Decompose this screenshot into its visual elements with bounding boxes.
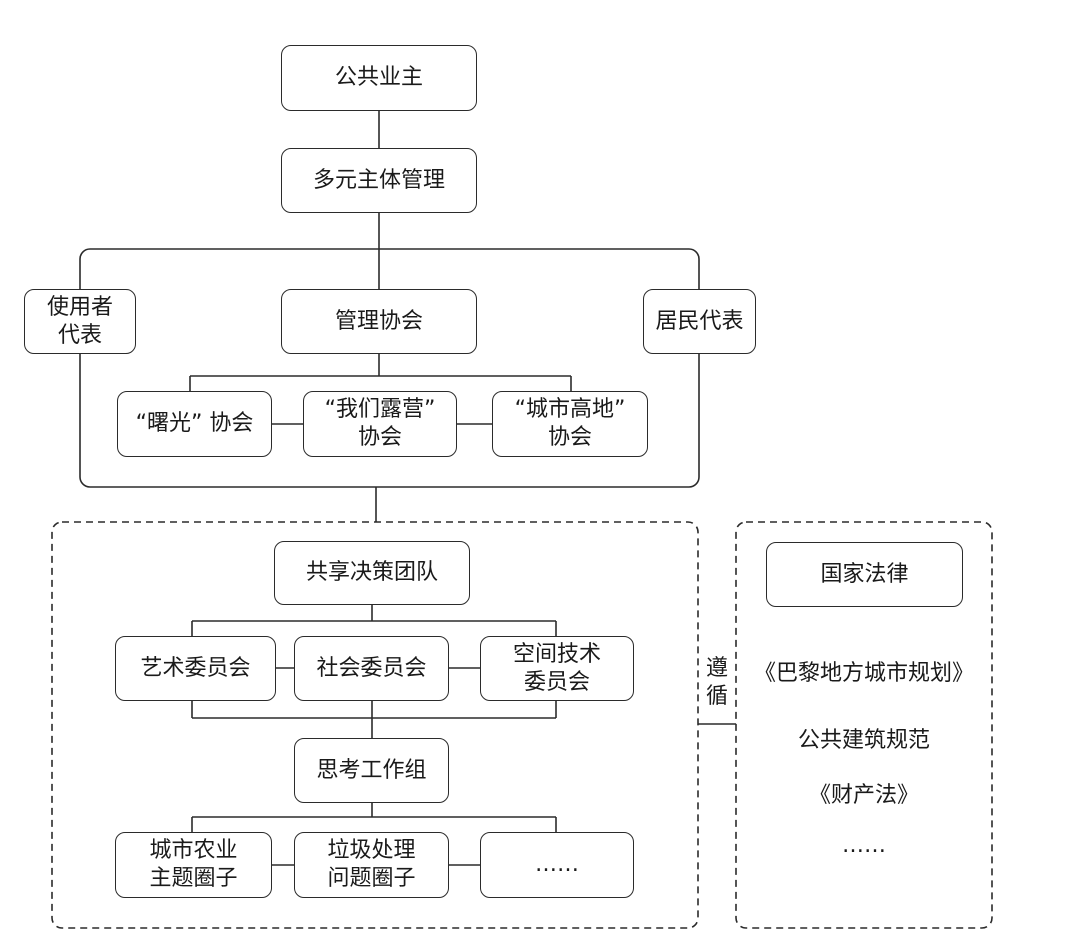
node-multi-subject-label: 多元主体管理 — [312, 167, 445, 193]
node-shared-team: 共享决策团队 — [274, 541, 470, 605]
node-shuguang-assoc-label: “曙光” 协会 — [135, 411, 254, 436]
node-more-circle-label: …… — [535, 852, 579, 877]
node-space-committee-line2: 委员会 — [523, 669, 590, 695]
law-property-law: 《财产法》 — [808, 783, 919, 808]
node-shared-team-label: 共享决策团队 — [305, 560, 438, 585]
node-art-committee-label: 艺术委员会 — [140, 655, 251, 681]
law-frame — [735, 521, 993, 929]
team-frame — [51, 521, 699, 929]
law-paris-plan: 《巴黎地方城市规划》 — [753, 661, 974, 686]
node-think-group-label: 思考工作组 — [316, 757, 427, 783]
node-resident-rep-label: 居民代表 — [655, 308, 744, 334]
follow-label: 遵 循 — [702, 655, 732, 711]
node-public-owner-label: 公共业主 — [334, 65, 423, 90]
node-agri-circle-line2: 主题圈子 — [149, 866, 238, 891]
node-user-rep: 使用者 代表 — [24, 289, 136, 354]
follow-label-char2: 循 — [705, 684, 728, 709]
node-art-committee: 艺术委员会 — [115, 636, 276, 701]
node-management-assoc-label: 管理协会 — [334, 308, 423, 334]
node-waste-circle-line2: 问题圈子 — [327, 866, 416, 891]
law-building-code: 公共建筑规范 — [797, 728, 930, 753]
node-think-group: 思考工作组 — [294, 738, 449, 803]
node-public-owner: 公共业主 — [281, 45, 477, 111]
node-national-law: 国家法律 — [766, 542, 963, 607]
node-multi-subject: 多元主体管理 — [281, 148, 477, 213]
node-space-committee-line1: 空间技术 — [512, 641, 601, 667]
node-social-committee-label: 社会委员会 — [316, 655, 427, 681]
association-group-frame — [79, 248, 700, 488]
node-highland-assoc-line2: 协会 — [547, 425, 592, 450]
node-camping-assoc-line1: “我们露营” — [324, 397, 436, 422]
node-social-committee: 社会委员会 — [294, 636, 449, 701]
law-more: …… — [842, 833, 886, 858]
node-camping-assoc-line2: 协会 — [357, 425, 402, 450]
node-waste-circle: 垃圾处理 问题圈子 — [294, 832, 449, 898]
node-management-assoc: 管理协会 — [281, 289, 477, 354]
follow-label-char1: 遵 — [705, 656, 728, 681]
node-shuguang-assoc: “曙光” 协会 — [117, 391, 272, 457]
node-agri-circle: 城市农业 主题圈子 — [115, 832, 272, 898]
node-highland-assoc-line1: “城市高地” — [514, 397, 626, 422]
node-national-law-label: 国家法律 — [820, 561, 909, 587]
node-resident-rep: 居民代表 — [643, 289, 756, 354]
node-highland-assoc: “城市高地” 协会 — [492, 391, 648, 457]
node-space-committee: 空间技术 委员会 — [480, 636, 634, 701]
node-agri-circle-line1: 城市农业 — [149, 838, 238, 863]
node-user-rep-line1: 使用者 — [46, 294, 113, 320]
node-more-circle: …… — [480, 832, 634, 898]
node-camping-assoc: “我们露营” 协会 — [303, 391, 457, 457]
node-waste-circle-line1: 垃圾处理 — [327, 838, 416, 863]
node-user-rep-line2: 代表 — [57, 322, 102, 348]
